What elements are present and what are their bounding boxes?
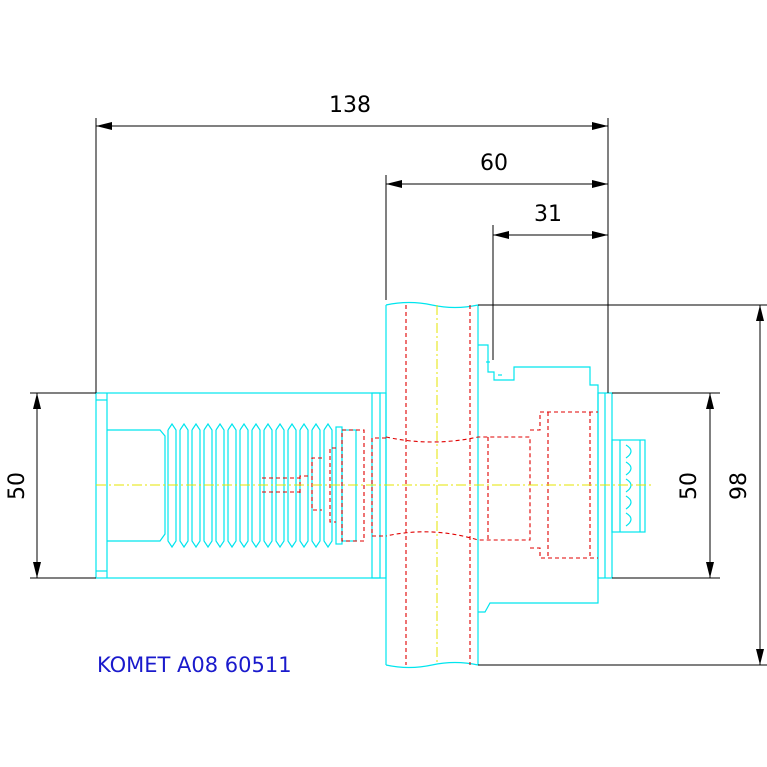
dim-shank-diameter-text: 50: [5, 472, 30, 500]
dim-overall-length-text: 138: [329, 93, 371, 118]
dim-step-to-face-text: 31: [534, 202, 562, 227]
dim-shank-diameter: 50: [5, 393, 41, 578]
front-body: [478, 344, 613, 613]
part-label: KOMET A08 60511: [97, 653, 292, 677]
dim-bore-diameter-text: 50: [677, 472, 702, 500]
dim-flange-to-face-text: 60: [480, 151, 508, 176]
dim-overall-length: 138: [96, 93, 608, 130]
dim-flange-diameter-text: 98: [727, 472, 752, 500]
dimensions: 138 60 31 50 50: [5, 93, 767, 666]
dim-bore-diameter: 50: [677, 393, 714, 578]
centerlines: [96, 305, 652, 665]
dim-flange-to-face: 60: [386, 151, 608, 188]
dim-step-to-face: 31: [493, 202, 608, 239]
face-bolt: [611, 439, 646, 533]
dim-flange-diameter: 98: [727, 305, 764, 665]
